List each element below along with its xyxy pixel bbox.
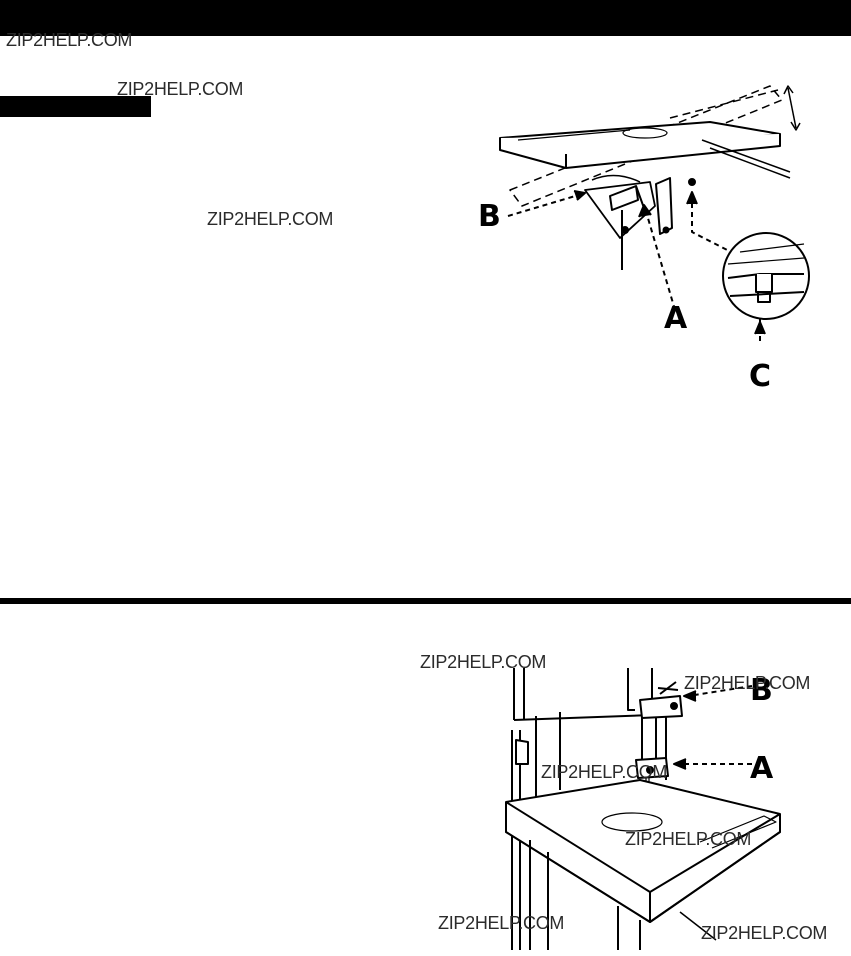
label-c: C: [749, 359, 771, 394]
label-a: A: [664, 301, 688, 336]
watermark: ZIP2HELP.COM: [6, 30, 133, 50]
watermark: ZIP2HELP.COM: [625, 829, 752, 849]
watermark: ZIP2HELP.COM: [438, 913, 565, 933]
watermark: ZIP2HELP.COM: [701, 923, 828, 943]
watermark: ZIP2HELP.COM: [207, 209, 334, 229]
blade-guide-illustration: B A: [505, 668, 781, 950]
label-b: B: [478, 199, 501, 234]
section-divider: [0, 598, 851, 604]
watermark: ZIP2HELP.COM: [420, 652, 547, 672]
label-b-2: B: [750, 673, 773, 708]
section-heading-bar: [0, 96, 151, 117]
watermark: ZIP2HELP.COM: [117, 79, 244, 99]
table-tilt-illustration: B A C: [478, 85, 810, 394]
watermark: ZIP2HELP.COM: [684, 673, 811, 693]
watermark: ZIP2HELP.COM: [541, 762, 668, 782]
label-a-2: A: [750, 751, 774, 786]
header-bar: [0, 0, 851, 36]
